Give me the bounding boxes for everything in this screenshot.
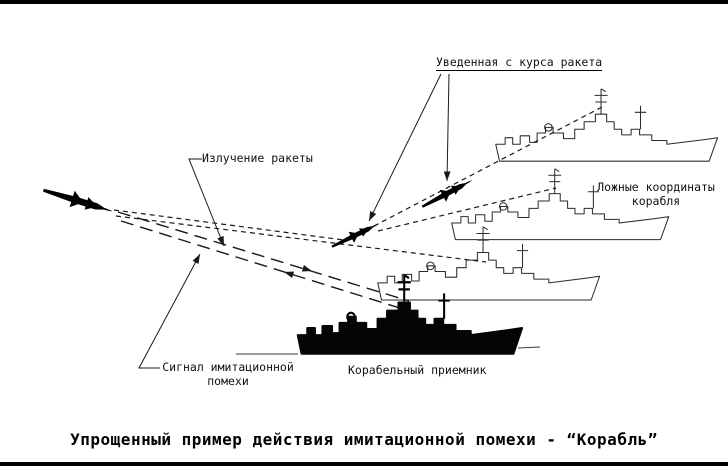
figure-caption: Упрощенный пример действия имитационной … (70, 430, 658, 449)
waterline-right (517, 346, 541, 349)
label-diverted-missile: Уведенная с курса ракета (436, 55, 603, 71)
label-false-coordinates-line2: корабля (631, 194, 681, 208)
label-ship-receiver: Корабельный приемник (348, 363, 487, 377)
ghost-ship-top (495, 88, 719, 162)
emission-direction-arrow (301, 264, 313, 275)
missile-midcourse (329, 218, 381, 253)
bottom-border-rule (0, 462, 728, 466)
label-false-coordinates: Ложные координаты корабля (594, 180, 718, 208)
label-connectors (138, 73, 451, 369)
jamming-signal-lines (117, 211, 410, 310)
label-missile-emission: Излучение ракеты (202, 151, 313, 165)
top-border-rule (0, 0, 728, 4)
label-jamming-signal-line2: помехи (207, 374, 249, 388)
label-jamming-signal: Сигнал имитационной помехи (152, 360, 304, 388)
missile-emission-lines (113, 105, 605, 263)
label-false-coordinates-line1: Ложные координаты (597, 180, 715, 194)
missile-incoming (40, 182, 115, 220)
ghost-ship-bottom (377, 226, 601, 301)
jamming-direction-arrow (283, 268, 295, 279)
label-jamming-signal-line1: Сигнал имитационной (162, 360, 294, 374)
